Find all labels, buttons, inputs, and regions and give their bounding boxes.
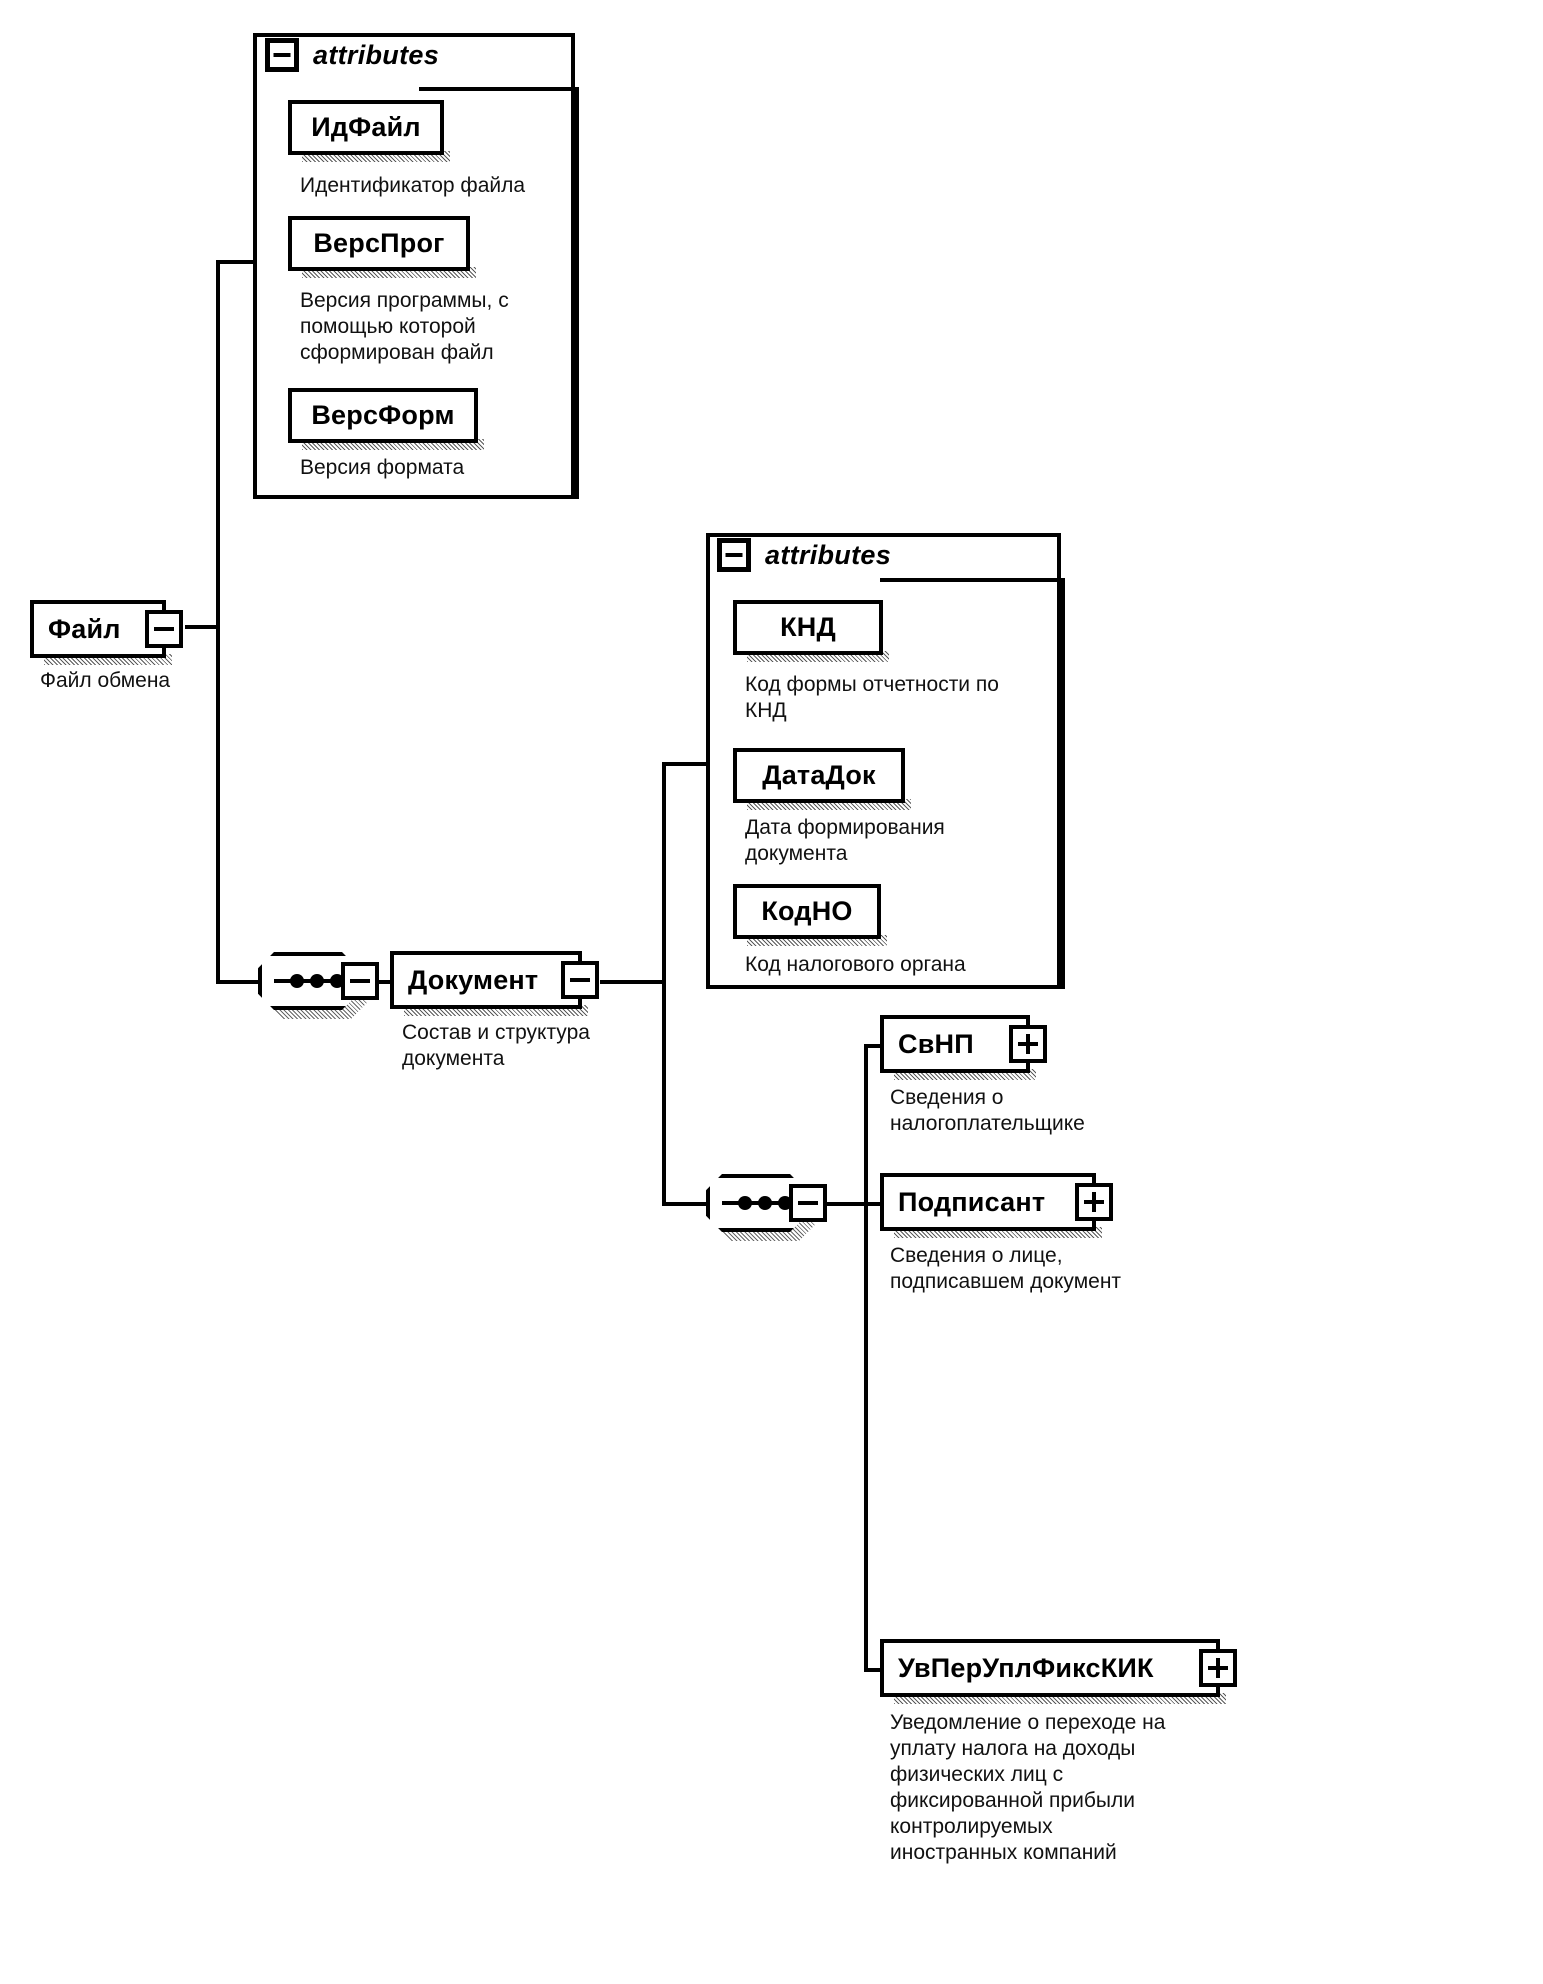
attribute-node-idfayl[interactable]: ИдФайл	[288, 100, 450, 162]
element-caption-podpisant: Сведения о лице, подписавшем документ	[890, 1244, 1122, 1293]
node-label: КодНО	[761, 896, 853, 926]
document-attributes-header[interactable]: attributes	[717, 538, 891, 572]
expand-plus-icon[interactable]	[1075, 1183, 1113, 1221]
node-label: СвНП	[898, 1028, 974, 1059]
node-label: Документ	[408, 964, 539, 995]
connector-fayl-out	[185, 625, 218, 629]
connector-dokument-out	[600, 980, 664, 984]
collapse-minus-icon[interactable]	[561, 961, 599, 999]
collapse-minus-icon[interactable]	[789, 1184, 827, 1222]
attribute-caption-idfayl: Идентификатор файла	[300, 174, 526, 197]
node-label: Подписант	[898, 1186, 1046, 1217]
attribute-node-datadok[interactable]: ДатаДок	[733, 748, 911, 810]
connector-docseq-out	[825, 1202, 867, 1206]
connector-to-svnp	[864, 1044, 882, 1048]
connector-to-document-attributes	[662, 762, 710, 766]
connector-doc-children-bus	[864, 1044, 868, 1670]
element-caption-dokument: Состав и структура документа	[402, 1021, 590, 1070]
file-attr-group-right-edge	[575, 87, 579, 499]
group-notch	[571, 33, 575, 37]
node-label: ДатаДок	[762, 760, 876, 790]
node-label: Файл	[48, 613, 121, 644]
node-label: ВерсФорм	[311, 400, 455, 430]
connector-to-sequence	[216, 980, 262, 984]
sequence-dot	[778, 1196, 792, 1210]
collapse-minus-icon[interactable]	[145, 610, 183, 648]
attribute-caption-versform: Версия формата	[300, 456, 465, 479]
expand-plus-icon[interactable]	[1199, 1649, 1237, 1687]
collapse-minus-icon[interactable]	[341, 962, 379, 1000]
connector-to-podpisant	[864, 1202, 882, 1206]
attribute-caption-knd: Код формы отчетности по КНД	[745, 673, 999, 722]
document-attributes-group	[706, 533, 1061, 989]
sequence-dot	[738, 1196, 752, 1210]
sequence-dot	[330, 974, 344, 988]
collapse-minus-icon[interactable]	[717, 538, 751, 572]
collapse-minus-icon[interactable]	[265, 38, 299, 72]
attribute-node-versprog[interactable]: ВерсПрог	[288, 216, 476, 278]
node-label: УвПерУплФиксКИК	[898, 1652, 1154, 1683]
sequence-line	[274, 979, 342, 983]
element-node-dokument[interactable]: Документ	[390, 951, 599, 1016]
node-label: ВерсПрог	[313, 228, 445, 258]
attribute-node-knd[interactable]: КНД	[733, 600, 889, 662]
doc-attr-group-top-edge	[880, 578, 1065, 582]
file-attributes-group	[253, 33, 575, 499]
expand-plus-icon[interactable]	[1009, 1025, 1047, 1063]
element-caption-svnp: Сведения о налогоплательщике	[890, 1086, 1085, 1135]
sequence-dot	[758, 1196, 772, 1210]
file-attributes-header[interactable]: attributes	[265, 38, 439, 72]
attribute-node-kodno[interactable]: КодНО	[733, 884, 887, 946]
element-caption-uvperuplfikskik: Уведомление о переходе на уплату налога …	[890, 1711, 1166, 1864]
file-attr-group-top-edge	[419, 87, 579, 91]
attribute-caption-versprog: Версия программы, с помощью которой сфор…	[300, 289, 509, 364]
doc-attr-group-right-edge	[1061, 578, 1065, 989]
connector-fayl-bus	[216, 260, 220, 984]
element-node-fayl[interactable]: Файл	[30, 600, 183, 665]
sequence-dot	[310, 974, 324, 988]
element-node-podpisant[interactable]: Подписант	[880, 1173, 1113, 1238]
sequence-dot	[290, 974, 304, 988]
sequence-line	[722, 1201, 790, 1205]
element-caption-fayl: Файл обмена	[40, 669, 171, 692]
connector-dokument-bus	[662, 762, 666, 1206]
connector-to-uvperuplfikskik	[864, 1668, 882, 1672]
element-node-svnp[interactable]: СвНП	[880, 1015, 1047, 1080]
attributes-label: attributes	[765, 539, 892, 570]
node-label: КНД	[780, 612, 836, 642]
attribute-caption-kodno: Код налогового органа	[745, 953, 966, 976]
attributes-label: attributes	[313, 39, 440, 70]
connector-to-document-sequence	[662, 1202, 710, 1206]
attribute-node-versform[interactable]: ВерсФорм	[288, 388, 484, 450]
attribute-caption-datadok: Дата формирования документа	[745, 816, 945, 865]
node-label: ИдФайл	[311, 112, 421, 142]
element-node-uvperuplfikskik[interactable]: УвПерУплФиксКИК	[880, 1639, 1237, 1704]
connector-to-file-attributes	[216, 260, 256, 264]
